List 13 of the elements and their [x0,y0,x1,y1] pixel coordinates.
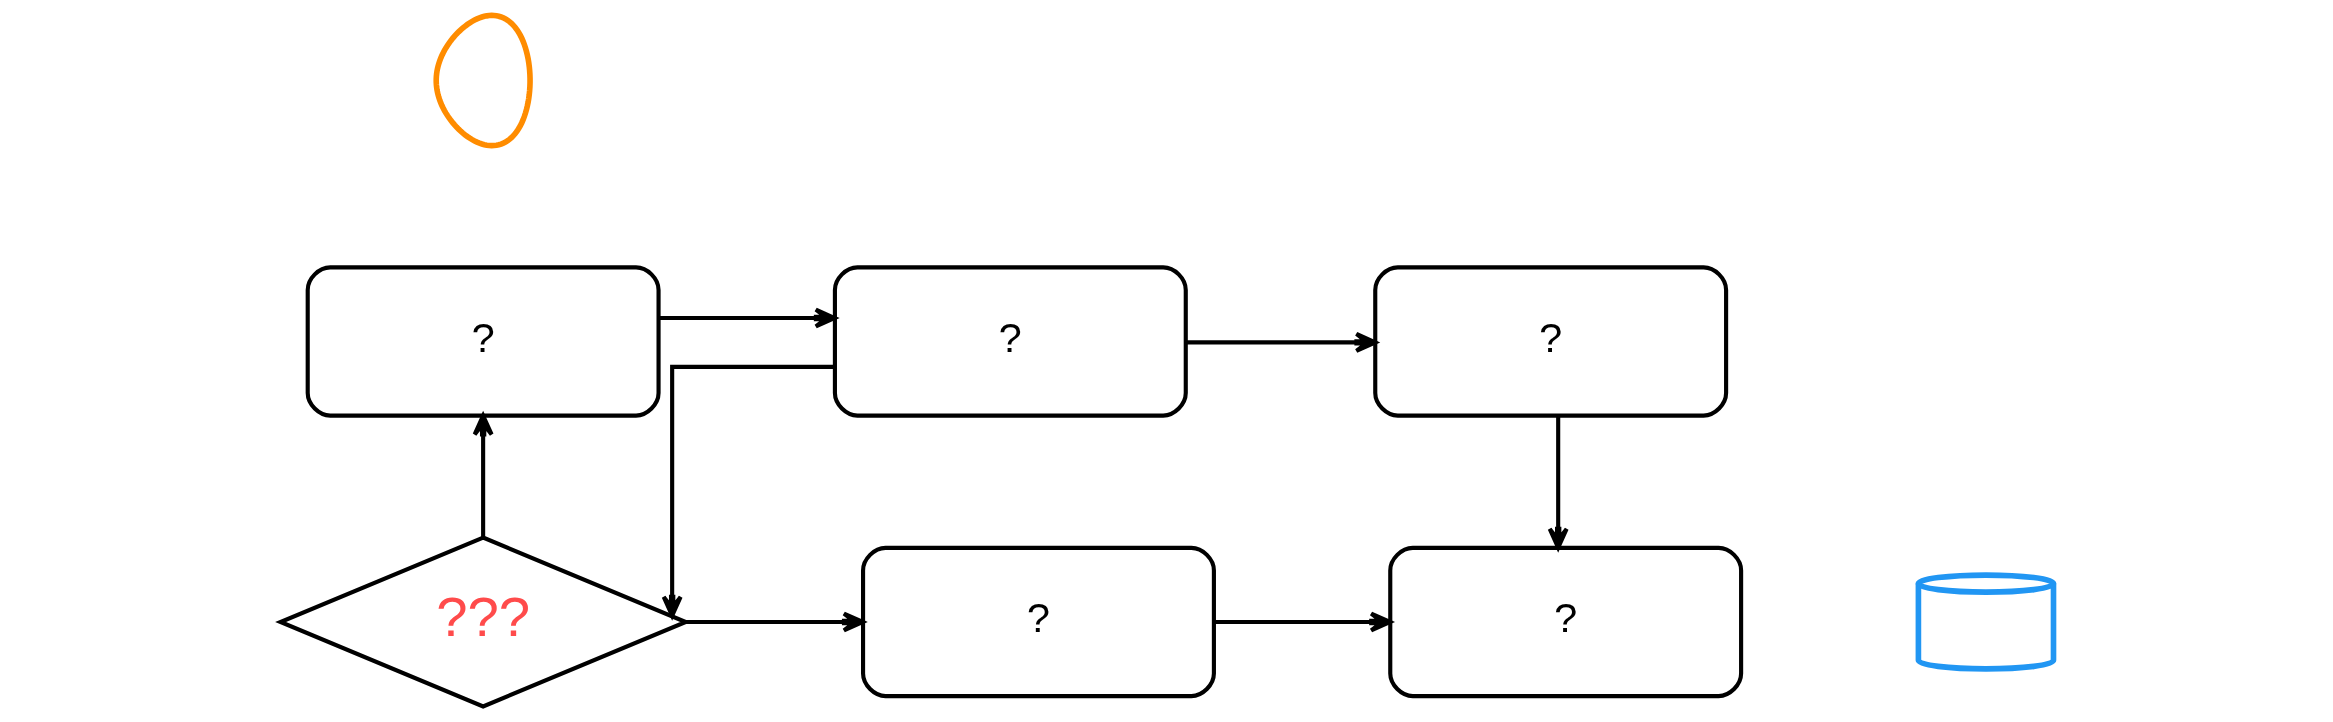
arrow [1185,331,1377,353]
node-box: ? [832,265,1188,418]
arrow [658,307,837,329]
node-box: ? [1387,545,1743,699]
arrow [472,413,494,538]
node-picture [432,12,533,149]
node-box: ? [305,265,661,418]
arrow [1547,415,1569,550]
arrow [685,611,865,633]
arrow [661,364,835,618]
node-box: ? [860,545,1216,699]
arrow [1213,611,1392,633]
node-box: ? [1372,265,1728,418]
